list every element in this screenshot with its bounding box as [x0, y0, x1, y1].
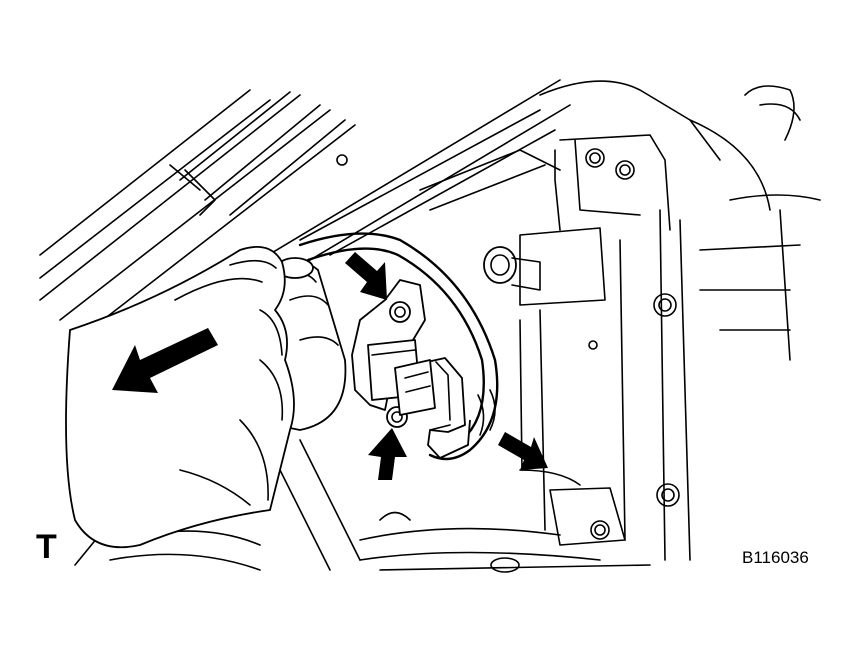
bolt-arrow-lower: [368, 428, 407, 480]
connector-arrow: [498, 432, 548, 470]
engine-block: [519, 80, 821, 561]
figure-code: B116036: [742, 548, 809, 567]
pull-direction-arrow: [112, 328, 218, 393]
mount-bolt: [483, 246, 541, 291]
view-label: T: [36, 528, 57, 566]
bolt-arrow-upper: [345, 252, 387, 300]
hand-illustration: [65, 246, 295, 549]
sensor-connector: [394, 357, 471, 459]
